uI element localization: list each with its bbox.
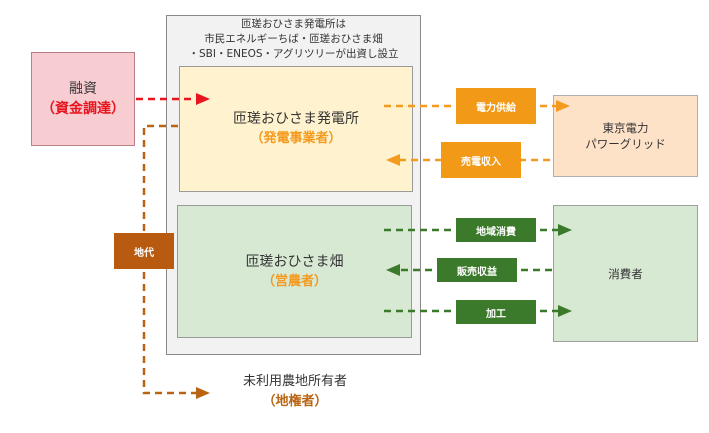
financing-arrowhead [196, 93, 210, 105]
power-operator-box: 匝瑳おひさま発電所 （発電事業者） [179, 66, 413, 192]
plant-company-title-line1: 匝瑳おひさま発電所は [241, 18, 346, 30]
local-consumption-arrowhead [558, 224, 572, 236]
landowner-sub-label: （地権者） [262, 394, 328, 409]
produce-revenue-arrowhead [386, 264, 400, 276]
financing-box: 融資 （資金調達） [31, 52, 135, 146]
sales-revenue-tag: 売電収入 [441, 142, 521, 178]
power-supply-tag: 電力供給 [456, 88, 536, 124]
financing-sub-label: （資金調達） [41, 101, 125, 117]
sales-revenue-arrowhead [386, 154, 400, 166]
power-supply-arrowhead [556, 100, 570, 112]
financing-label: 融資 [69, 81, 97, 97]
grid-company-line1: 東京電力 [602, 121, 649, 135]
plant-company-title: 匝瑳おひさま発電所は 市民エネルギーちば・匝瑳おひさま畑 ・SBI・ENEOS・… [166, 17, 421, 62]
grid-company-box: 東京電力 パワーグリッド [553, 95, 698, 177]
plant-company-title-line2: 市民エネルギーちば・匝瑳おひさま畑 [204, 33, 383, 45]
processing-arrowhead [558, 305, 572, 317]
power-operator-sub-label: （発電事業者） [250, 131, 342, 146]
power-operator-label: 匝瑳おひさま発電所 [233, 111, 359, 127]
grid-company-line2: パワーグリッド [585, 137, 666, 151]
land-rent-tag: 地代 [114, 233, 174, 269]
produce-revenue-tag: 販売収益 [437, 258, 517, 282]
local-consumption-tag: 地域消費 [456, 218, 536, 242]
farm-operator-label: 匝瑳おひさま畑 [245, 253, 344, 270]
farm-operator-box: 匝瑳おひさま畑 （営農者） [177, 205, 412, 338]
landowner-label: 未利用農地所有者 [242, 374, 347, 389]
consumers-label: 消費者 [608, 266, 643, 281]
farm-operator-sub-label: （営農者） [261, 273, 327, 289]
land-rent-arrowhead [196, 387, 210, 399]
landowner-block: 未利用農地所有者 （地権者） [210, 372, 380, 412]
processing-tag: 加工 [456, 300, 536, 324]
plant-company-title-line3: ・SBI・ENEOS・アグリツリーが出資し設立 [188, 48, 399, 60]
land-rent-arrow [142, 124, 196, 395]
consumers-box: 消費者 [553, 205, 698, 342]
